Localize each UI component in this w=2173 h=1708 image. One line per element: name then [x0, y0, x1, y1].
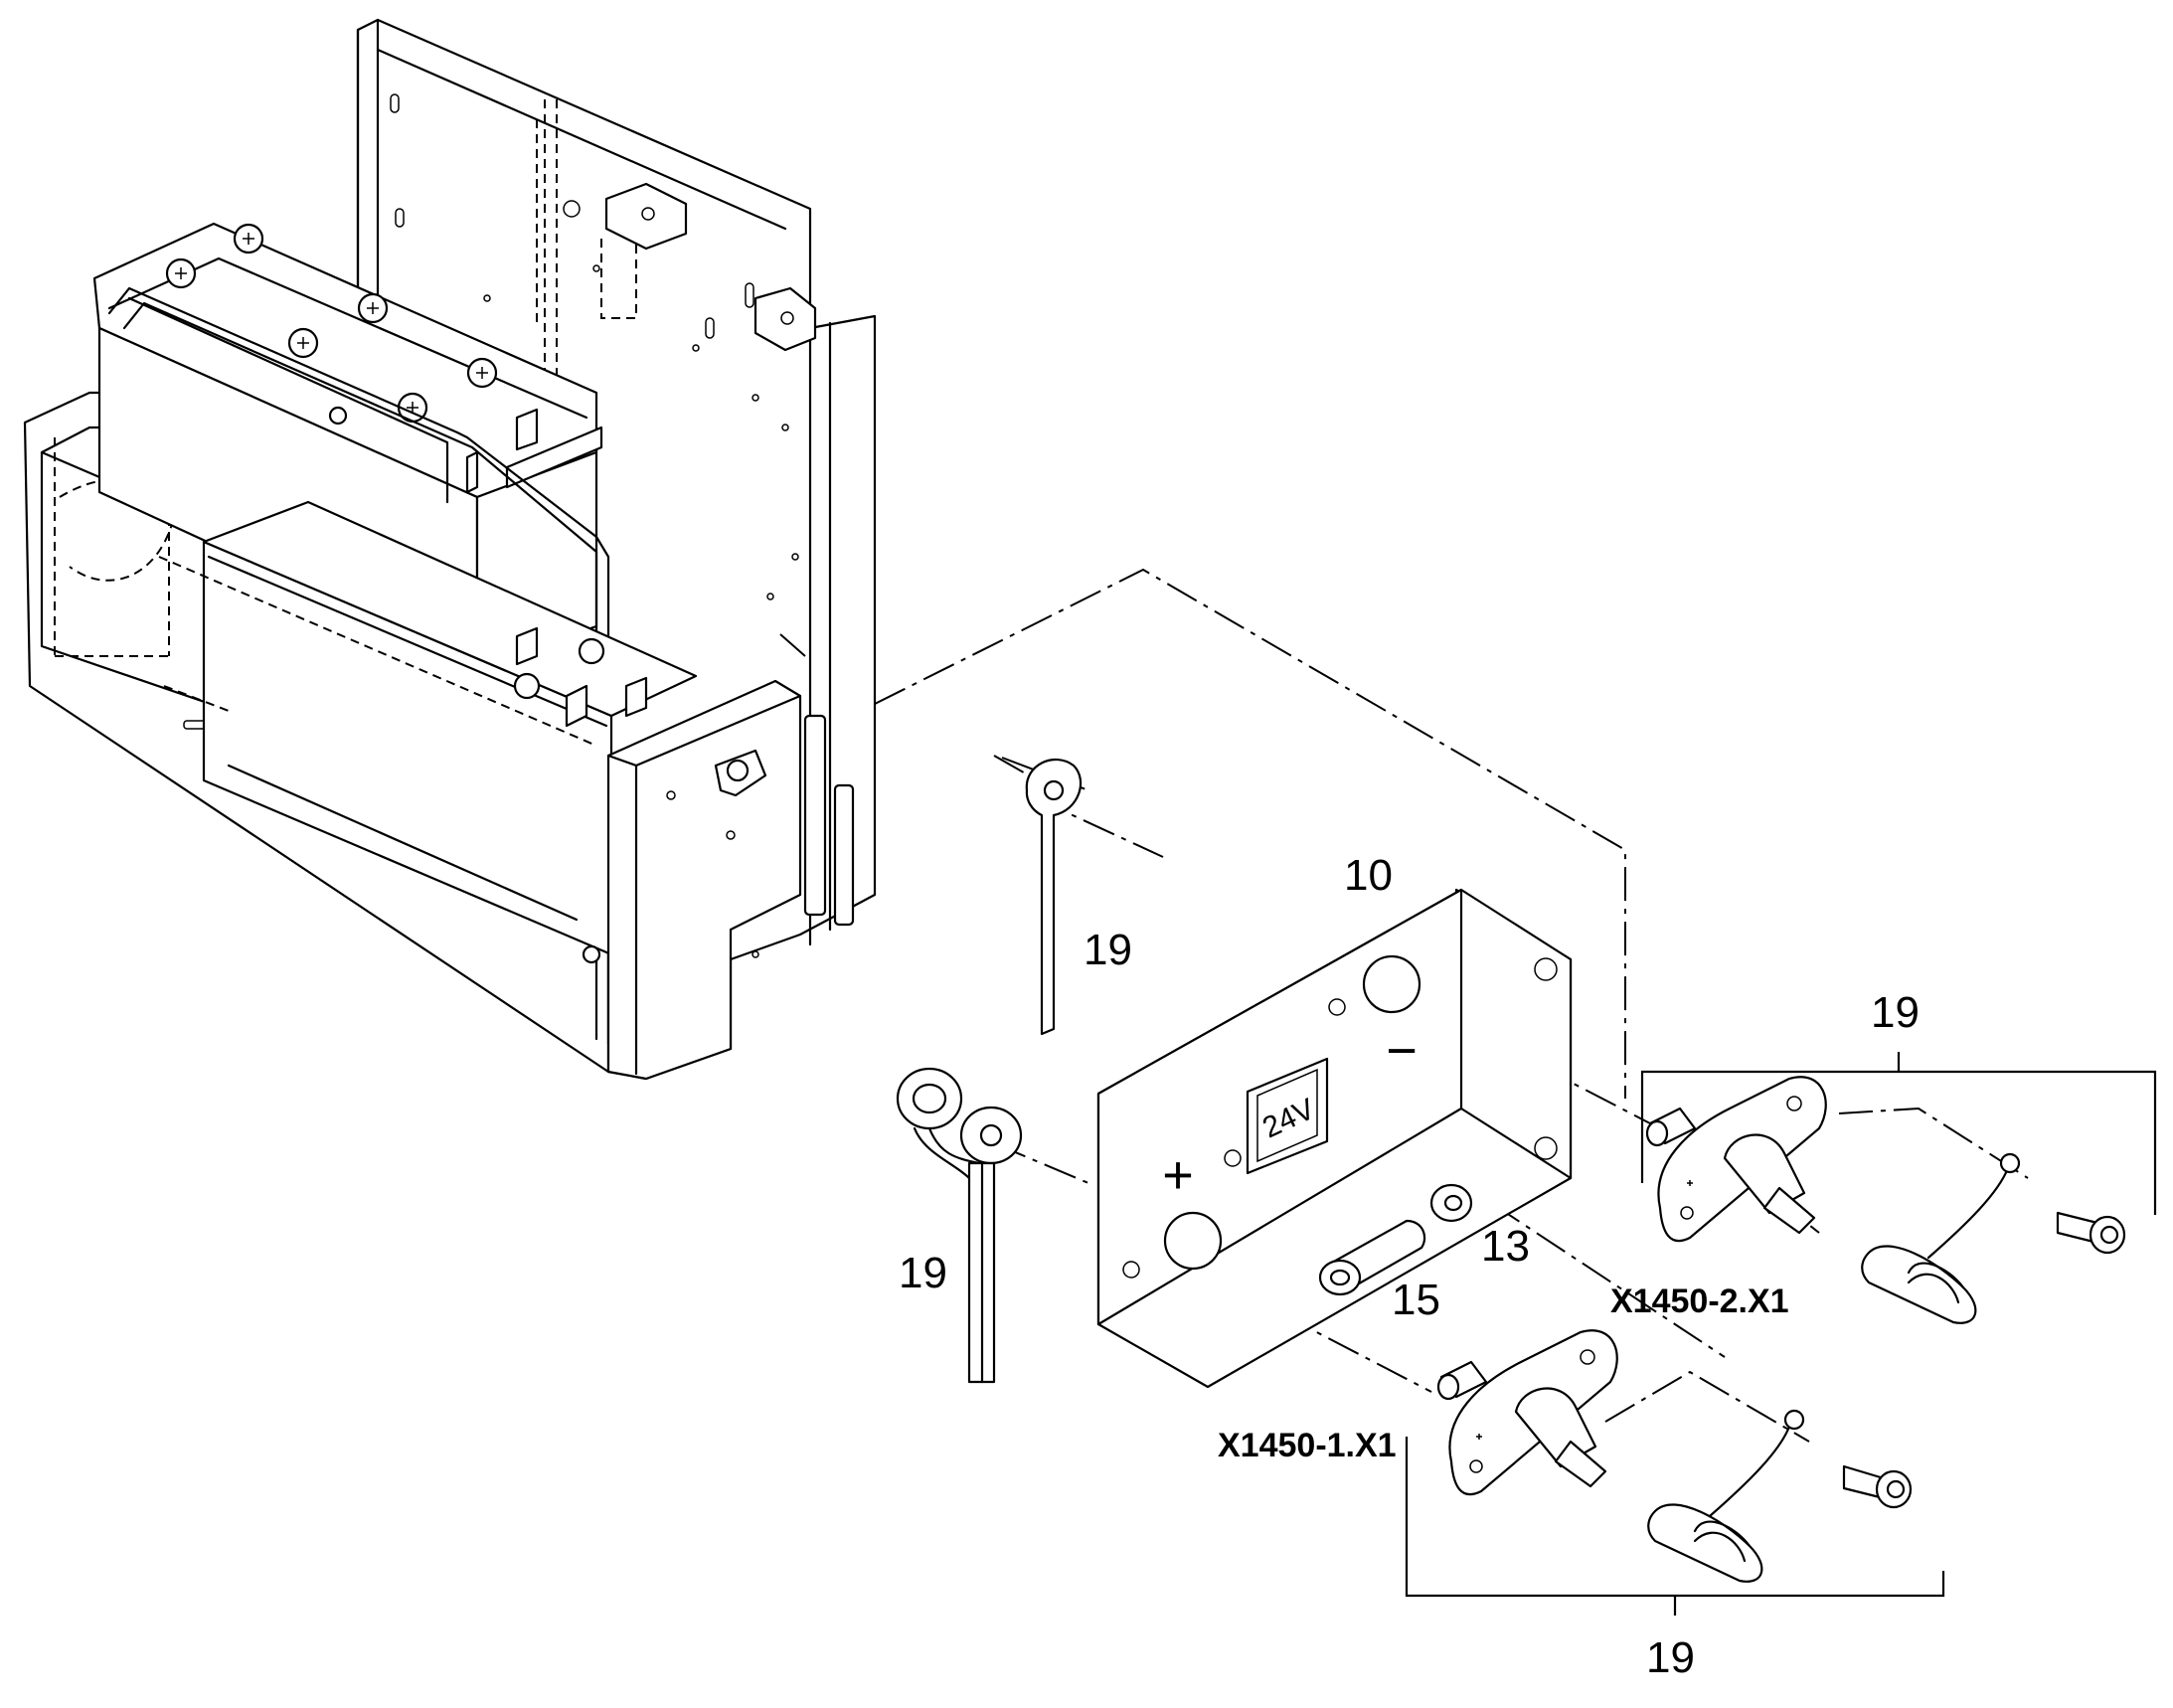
callout-cable-upper: 19: [1084, 926, 1132, 974]
callout-bolt: 15: [1392, 1276, 1440, 1324]
washer: [1429, 1183, 1473, 1223]
lower-battery-cable: [896, 1067, 1023, 1384]
callout-washer: 13: [1481, 1222, 1530, 1271]
socket-mounting-panel: 24V + −: [1096, 888, 1573, 1389]
callout-socket-2: X1450-2.X1: [1610, 1282, 1789, 1320]
callout-kit-bottom: 19: [1646, 1633, 1695, 1682]
socket-head-bolt: [1318, 1219, 1426, 1296]
jump-start-socket-1: [1436, 1329, 1913, 1583]
callout-panel: 10: [1344, 851, 1393, 900]
kit-bracket-bottom: [1405, 1437, 1945, 1616]
callout-socket-1: X1450-1.X1: [1218, 1427, 1397, 1464]
upper-ground-cable: [1025, 758, 1083, 1036]
callout-kit-right: 19: [1871, 988, 1920, 1037]
kit-bracket-right: [1640, 1052, 2157, 1215]
callout-cable-lower: 19: [899, 1249, 947, 1297]
battery-frame-assembly: [23, 18, 877, 1081]
plus-symbol: +: [1162, 1145, 1194, 1205]
jump-start-socket-2: [1645, 1076, 2126, 1324]
minus-symbol: −: [1386, 1021, 1418, 1081]
